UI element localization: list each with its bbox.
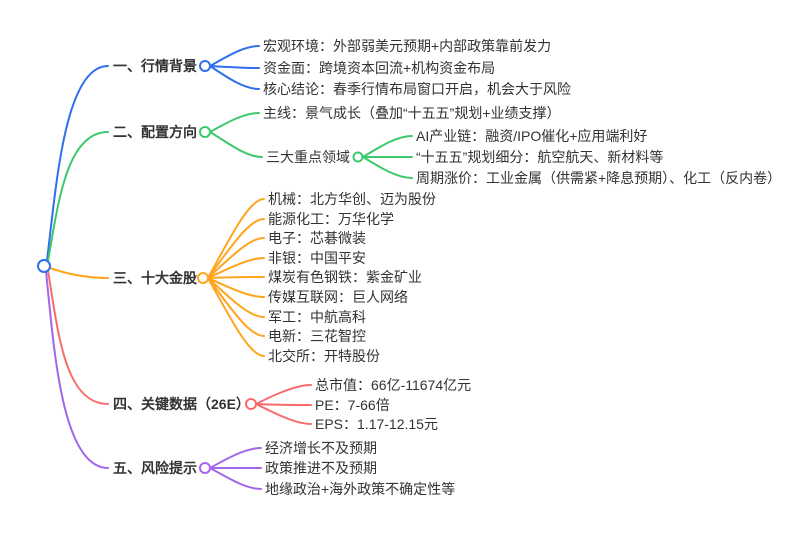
leaf-fifteenth-plan-segments[interactable]: “十五五”规划细分：航空航天、新材料等 (416, 149, 664, 165)
branch-top-stocks-label[interactable]: 三、十大金股 (113, 270, 197, 286)
node-three-key-areas-label[interactable]: 三大重点领域 (266, 149, 350, 165)
branch-risk-warning-label[interactable]: 五、风险提示 (113, 460, 197, 476)
edge-branch2-sub1 (362, 135, 413, 158)
edge-branch2-child2 (209, 131, 263, 158)
edge-branch5-child3 (209, 467, 262, 490)
root-node-circle[interactable] (37, 259, 51, 273)
leaf-media-internet[interactable]: 传媒互联网：巨人网络 (268, 289, 408, 305)
branch-market-context-label[interactable]: 一、行情背景 (113, 58, 197, 74)
edge-root-branch1 (46, 65, 109, 261)
branch1-node-circle[interactable] (199, 60, 211, 72)
leaf-non-bank[interactable]: 非银：中国平安 (268, 250, 366, 266)
edge-branch3-child8 (207, 277, 265, 337)
leaf-electronics[interactable]: 电子：芯碁微装 (268, 230, 366, 246)
edge-branch3-child4 (207, 257, 265, 279)
edge-branch2-sub3 (362, 156, 413, 179)
edge-branch4-child1 (255, 384, 312, 405)
edge-branch1-child3 (209, 65, 260, 90)
edge-branch5-child1 (209, 447, 262, 469)
edge-root-branch5 (45, 270, 109, 469)
leaf-macro-environment[interactable]: 宏观环境：外部弱美元预期+内部政策靠前发力 (263, 38, 552, 54)
edge-root-branch4 (47, 270, 109, 405)
leaf-beijing-exchange[interactable]: 北交所：开特股份 (268, 348, 380, 364)
leaf-policy-progress-risk[interactable]: 政策推进不及预期 (265, 460, 377, 476)
branch-key-data-label[interactable]: 四、关键数据（26E） (113, 396, 250, 412)
edge-branch4-child3 (255, 403, 312, 425)
leaf-economic-growth-risk[interactable]: 经济增长不及预期 (265, 440, 377, 456)
branch4-node-circle[interactable] (245, 398, 257, 410)
branch3-node-circle[interactable] (197, 272, 209, 284)
leaf-total-market-cap[interactable]: 总市值：66亿-11674亿元 (315, 377, 472, 393)
leaf-capital-flows[interactable]: 资金面：跨境资本回流+机构资金布局 (263, 60, 496, 76)
edge-branch3-child3 (207, 237, 265, 279)
edge-branch4-child2 (255, 403, 312, 406)
edge-branch3-child1 (207, 198, 265, 279)
edge-branch3-child5 (207, 276, 265, 279)
leaf-cyclical-price-rise[interactable]: 周期涨价：工业金属（供需紧+降息预期）、化工（反内卷） (416, 170, 782, 186)
leaf-coal-metals-steel[interactable]: 煤炭有色钢铁：紫金矿业 (268, 269, 422, 285)
leaf-core-conclusion[interactable]: 核心结论：春季行情布局窗口开启，机会大于风险 (263, 81, 571, 97)
leaf-eps-range[interactable]: EPS：1.17-12.15元 (315, 416, 438, 432)
edge-branch3-child2 (207, 218, 265, 279)
edge-branch1-child2 (209, 65, 260, 69)
leaf-geopolitics-risk[interactable]: 地缘政治+海外政策不确定性等 (265, 481, 456, 497)
branch-allocation-direction-label[interactable]: 二、配置方向 (113, 124, 197, 140)
edge-branch3-child6 (207, 277, 265, 298)
branch5-node-circle[interactable] (199, 462, 211, 474)
leaf-ai-industry-chain[interactable]: AI产业链：融资/IPO催化+应用端利好 (416, 128, 648, 144)
branch2-sub-node-circle[interactable] (352, 151, 364, 163)
edge-branch3-child7 (207, 277, 265, 318)
branch2-node-circle[interactable] (199, 126, 211, 138)
leaf-power-new-energy[interactable]: 电新：三花智控 (268, 328, 366, 344)
edge-root-branch2 (47, 131, 109, 262)
leaf-energy-chemicals[interactable]: 能源化工：万华化学 (268, 211, 394, 227)
edge-branch2-child1 (209, 112, 260, 133)
leaf-machinery[interactable]: 机械：北方华创、迈为股份 (268, 191, 436, 207)
leaf-defense[interactable]: 军工：中航高科 (268, 309, 366, 325)
edge-branch3-child9 (207, 277, 265, 357)
leaf-main-line[interactable]: 主线：景气成长（叠加“十五五”规划+业绩支撑） (263, 105, 561, 121)
edge-root-branch3 (49, 267, 109, 279)
edge-branch1-child1 (209, 45, 260, 67)
leaf-pe-range[interactable]: PE：7-66倍 (315, 397, 390, 413)
